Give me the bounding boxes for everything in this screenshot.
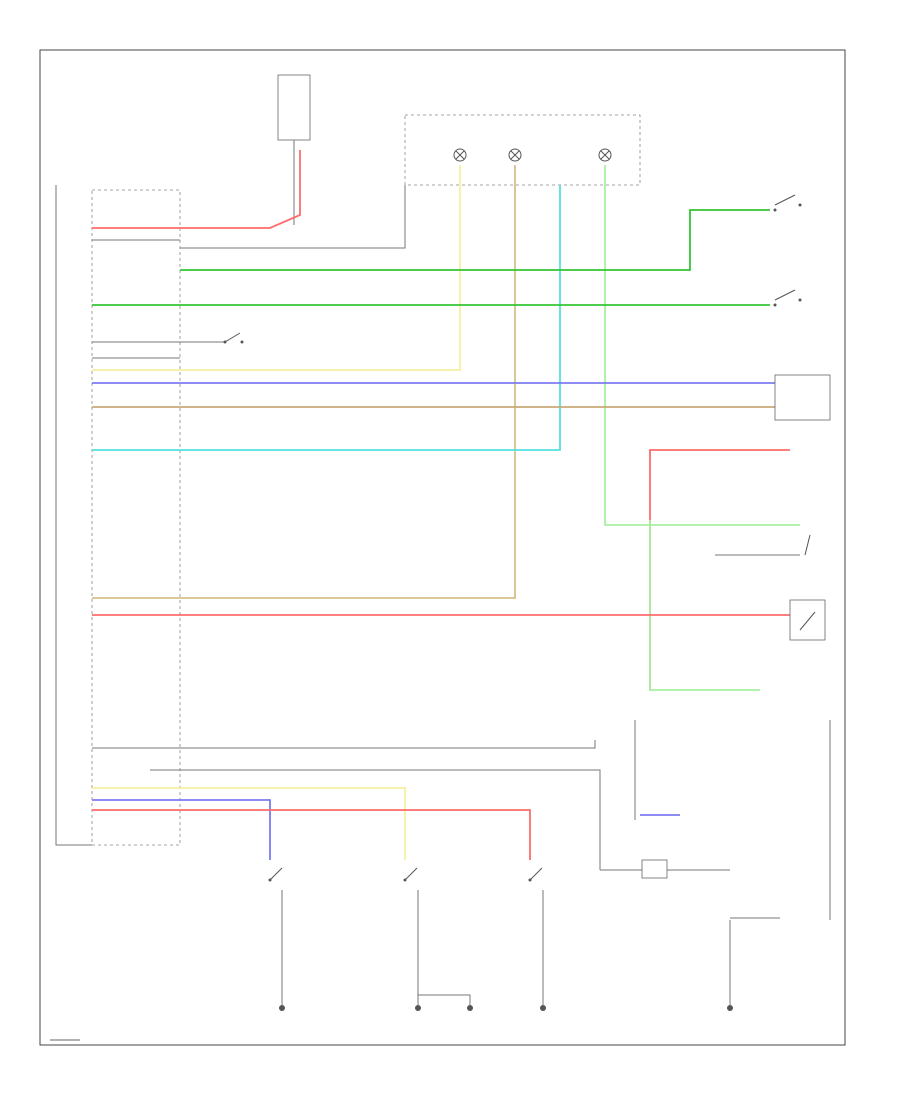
switch-icon (528, 867, 543, 882)
connector-icon (641, 859, 668, 879)
combination-switch-box (774, 374, 831, 421)
switch-icon (804, 534, 811, 556)
ground-icon (727, 1005, 733, 1011)
wire-black-cluster (180, 185, 406, 249)
wire-red-right (649, 449, 790, 690)
wire-black-lower (92, 740, 596, 749)
wire-cyan-cluster (92, 185, 561, 451)
wire-yellow-bottom (92, 787, 406, 860)
ground-icon (415, 1005, 421, 1011)
wire-green-cluster (604, 165, 800, 526)
instrument-cluster-box (404, 114, 641, 186)
top-fuse-box (277, 74, 311, 141)
diagram-frame (39, 49, 846, 1046)
wire-red-bottom (92, 809, 531, 860)
ground-icon (540, 1005, 546, 1011)
wire-light-green-right (649, 520, 760, 691)
control-unit-left-bracket (55, 185, 92, 846)
switch-icon (268, 867, 283, 882)
lamp-icon (598, 148, 612, 162)
lamp-icon (453, 148, 467, 162)
wire-black-lower-2 (150, 769, 601, 870)
wire-yellow-cluster (92, 165, 461, 371)
lamp-icon (508, 148, 522, 162)
wire-blue-bottom (92, 799, 271, 860)
switch-icon (789, 599, 826, 641)
switch-icon (223, 332, 244, 344)
switch-icon (773, 289, 802, 307)
control-unit-outline (91, 189, 181, 846)
ground-icon (467, 1005, 473, 1011)
switch-icon (773, 194, 802, 212)
wire-green-upper (180, 209, 770, 271)
ground-icon (279, 1005, 285, 1011)
wire-ground-2b (418, 994, 471, 1005)
wire-red-top (92, 150, 301, 229)
switch-icon (403, 867, 418, 882)
wire-tan-cluster (92, 165, 516, 599)
